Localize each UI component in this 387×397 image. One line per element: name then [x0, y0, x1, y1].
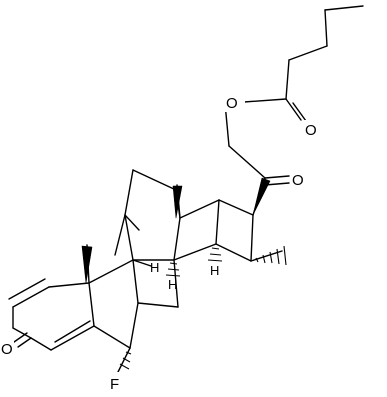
bond	[114, 214, 126, 256]
bond	[129, 302, 139, 349]
bond	[179, 199, 220, 219]
atom-label-oxygen: O	[226, 95, 238, 112]
atom-label-hydrogen: H	[168, 277, 177, 292]
bond	[48, 282, 90, 288]
bond	[132, 259, 139, 304]
bond	[88, 259, 134, 284]
bond	[50, 325, 95, 351]
bond	[285, 98, 302, 121]
bond	[12, 327, 32, 339]
bond	[285, 59, 290, 100]
bond	[173, 217, 181, 261]
bond	[137, 302, 179, 308]
bond	[218, 199, 254, 216]
bond	[250, 250, 283, 262]
atom-label-hydrogen: H	[150, 260, 159, 275]
hashed-bond	[165, 262, 181, 277]
bond	[12, 286, 50, 308]
bond	[243, 98, 287, 103]
bond	[93, 325, 131, 349]
wedge-bond	[172, 185, 183, 219]
hashed-bond	[207, 247, 223, 262]
bond	[132, 259, 152, 267]
atom-label-oxygen: O	[292, 172, 304, 189]
hashed-bond	[119, 351, 132, 370]
bond	[8, 278, 46, 300]
bond	[250, 214, 254, 262]
bond	[173, 243, 217, 261]
bond	[88, 282, 95, 327]
atom-label-hydrogen: H	[210, 263, 219, 278]
bond	[17, 337, 32, 348]
bond	[132, 169, 177, 191]
bond	[292, 102, 307, 122]
atom-label-oxygen: O	[305, 122, 317, 139]
bond	[215, 199, 220, 245]
wedge-bond	[252, 177, 271, 216]
bond	[54, 320, 91, 343]
bond	[324, 5, 364, 11]
bond	[288, 45, 328, 61]
atom-label-oxygen: O	[1, 341, 13, 358]
bond	[124, 214, 134, 261]
bond	[124, 169, 134, 216]
bond	[30, 337, 52, 351]
atom-label-fluorine: F	[110, 376, 119, 393]
bond	[124, 214, 140, 231]
bond	[215, 243, 252, 262]
wedge-bond	[81, 245, 93, 284]
bond	[264, 175, 290, 179]
bond	[173, 259, 179, 308]
bond	[264, 182, 290, 186]
bond	[324, 9, 328, 47]
hashed-bond	[255, 245, 287, 266]
bond	[13, 332, 28, 343]
bond	[228, 145, 266, 179]
